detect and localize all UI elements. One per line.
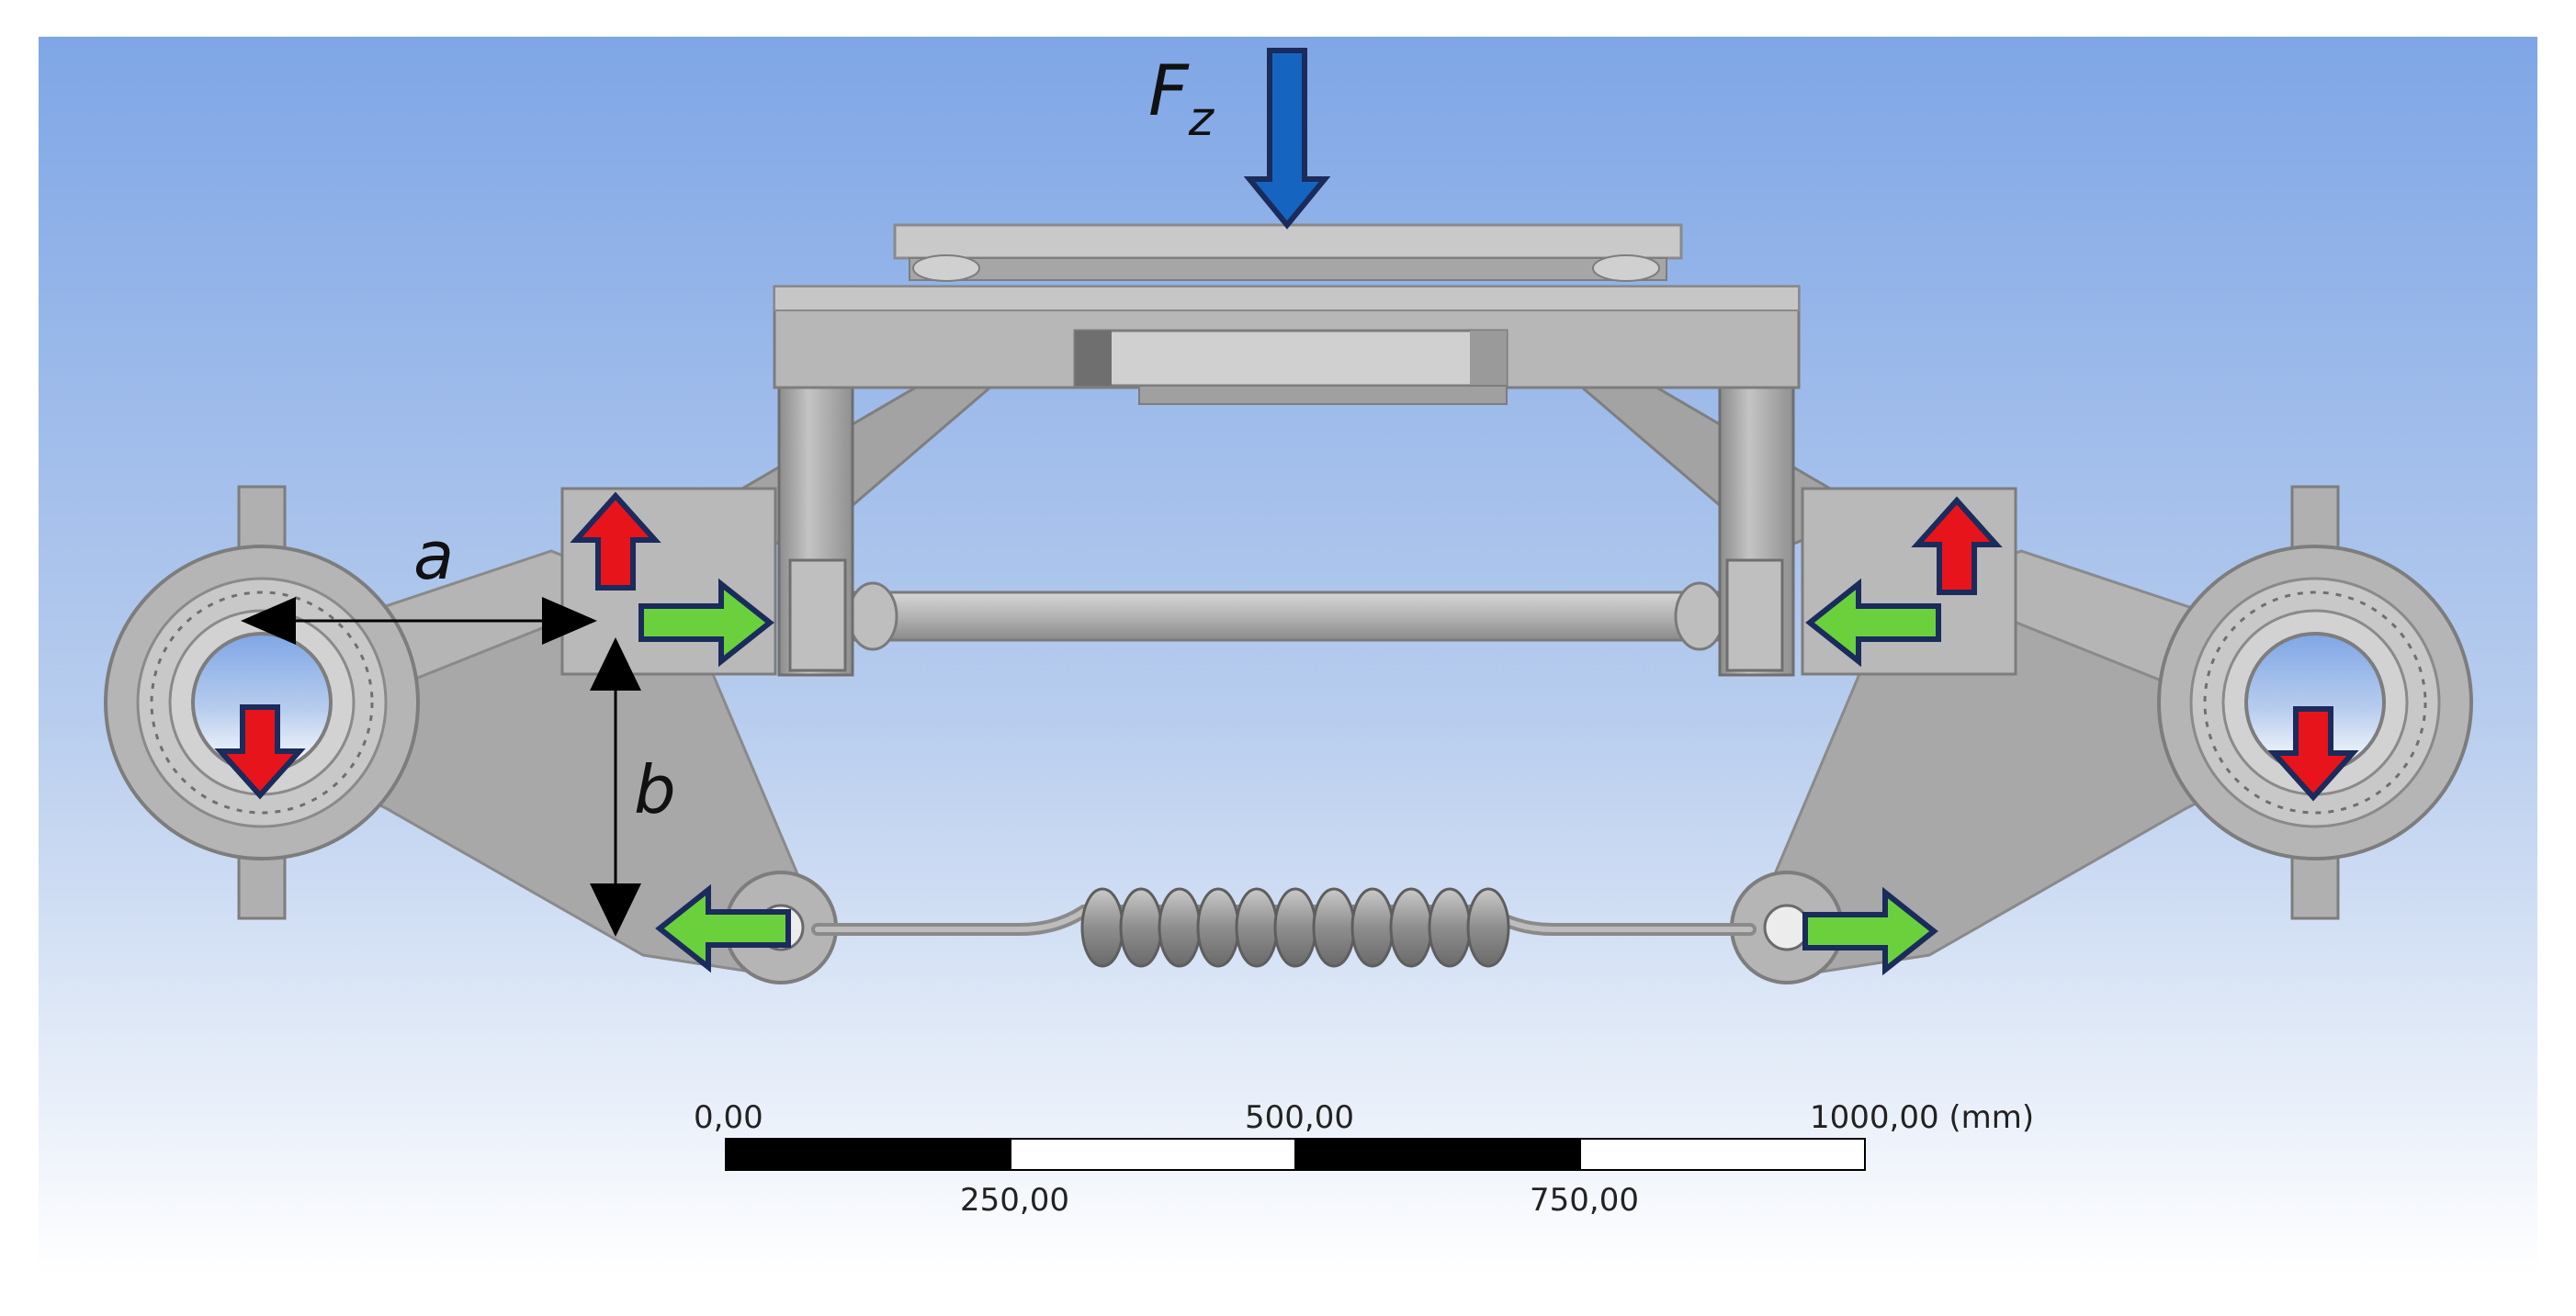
lower-spring-assembly xyxy=(811,887,1757,968)
reaction-right-arrow-icon xyxy=(1802,886,1938,976)
scale-segment-3 xyxy=(1294,1138,1581,1171)
scale-tick-750: 750,00 xyxy=(1530,1182,1639,1219)
force-down-arrow-icon xyxy=(1243,48,1331,230)
force-label: Fz xyxy=(1148,50,1215,147)
upper-frame xyxy=(560,223,2017,677)
reaction-left-arrow-icon xyxy=(655,883,791,973)
left-rocker-arm xyxy=(104,485,838,984)
dim-b-label: b xyxy=(634,751,676,828)
dimension-a: a xyxy=(241,517,597,645)
reaction-up-arrow-icon xyxy=(1911,496,2003,595)
reaction-up-arrow-icon xyxy=(570,491,661,591)
reaction-right-arrow-icon xyxy=(638,578,774,668)
force-down-arrow-icon xyxy=(2267,706,2359,802)
coil-spring xyxy=(1080,887,1510,968)
scale-segment-4 xyxy=(1579,1138,1866,1171)
scale-segment-1 xyxy=(725,1138,1011,1171)
scale-tick-0: 0,00 xyxy=(694,1099,763,1136)
reaction-left-arrow-icon xyxy=(1805,578,1941,668)
force-subscript: z xyxy=(1188,92,1215,147)
scale-tick-250: 250,00 xyxy=(960,1182,1069,1219)
dim-a-label: a xyxy=(413,517,454,594)
force-fz-arrow: Fz xyxy=(1148,48,1331,230)
scale-tick-1000: 1000,00 (mm) xyxy=(1810,1099,2034,1136)
scale-bar: 0,00 500,00 1000,00 (mm) 250,00 750,00 xyxy=(694,1099,2034,1219)
force-down-arrow-icon xyxy=(214,704,306,800)
dimension-b: b xyxy=(590,637,676,937)
scale-tick-500: 500,00 xyxy=(1245,1099,1354,1136)
horizontal-reaction-arrows xyxy=(638,578,1941,976)
vertical-reaction-arrows xyxy=(214,491,2359,802)
scale-segment-2 xyxy=(1010,1138,1296,1171)
